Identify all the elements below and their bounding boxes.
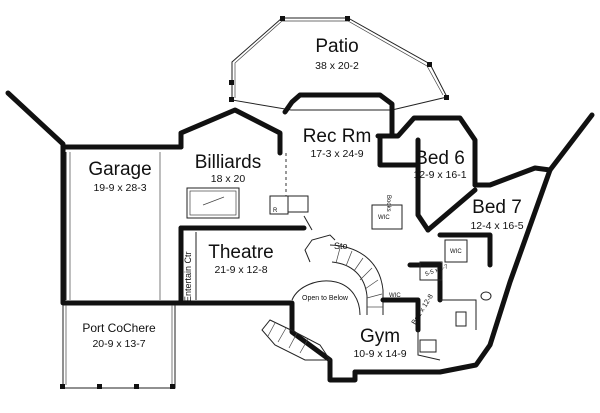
billiards-table [186,187,240,219]
spiral-stair [291,234,384,316]
garage-dim: 19-9 x 28-3 [93,182,146,194]
port-cochere-area [60,305,176,389]
wic-bed7-label: WIC [450,249,462,255]
bed7-label: Bed 7 [472,197,522,218]
entertain-ctr-label: Entertain Ctr [183,251,193,302]
rec-room-dim: 17-3 x 24-9 [310,148,363,160]
theatre-dim: 21-9 x 12-8 [214,264,267,276]
bar-fixture [269,195,313,231]
port-cochere-dim: 20-9 x 13-7 [92,338,145,350]
garage-label: Garage [88,159,151,180]
books-label: Books [385,195,391,212]
patio-label: Patio [315,36,358,57]
exterior-walls [5,90,595,383]
garage-details [65,152,161,300]
billiards-dim: 18 x 20 [211,173,246,185]
gym-label: Gym [360,326,400,347]
wic-gym-label: WIC [389,293,401,299]
wic-bed6-label: WIC [378,215,390,221]
sto-label: Sto [334,241,348,251]
closet-box [419,261,443,281]
theatre-label: Theatre [208,242,273,263]
patio-dim: 38 x 20-2 [315,60,359,72]
billiards-label: Billiards [195,152,262,173]
r-label: R [273,208,278,214]
bed6-label: Bed 6 [415,148,465,169]
open-to-below-label: Open to Below [302,295,349,302]
wic-bed6-box [371,204,403,230]
port-cochere-label: Port CoChere [82,321,156,335]
gym-dim: 10-9 x 14-9 [353,348,406,360]
bed7-dim: 12-4 x 16-5 [470,220,523,232]
wic-bed7-box [444,239,468,263]
rec-room-label: Rec Rm [303,126,372,147]
bed6-dim: 12-9 x 16-1 [413,169,466,181]
